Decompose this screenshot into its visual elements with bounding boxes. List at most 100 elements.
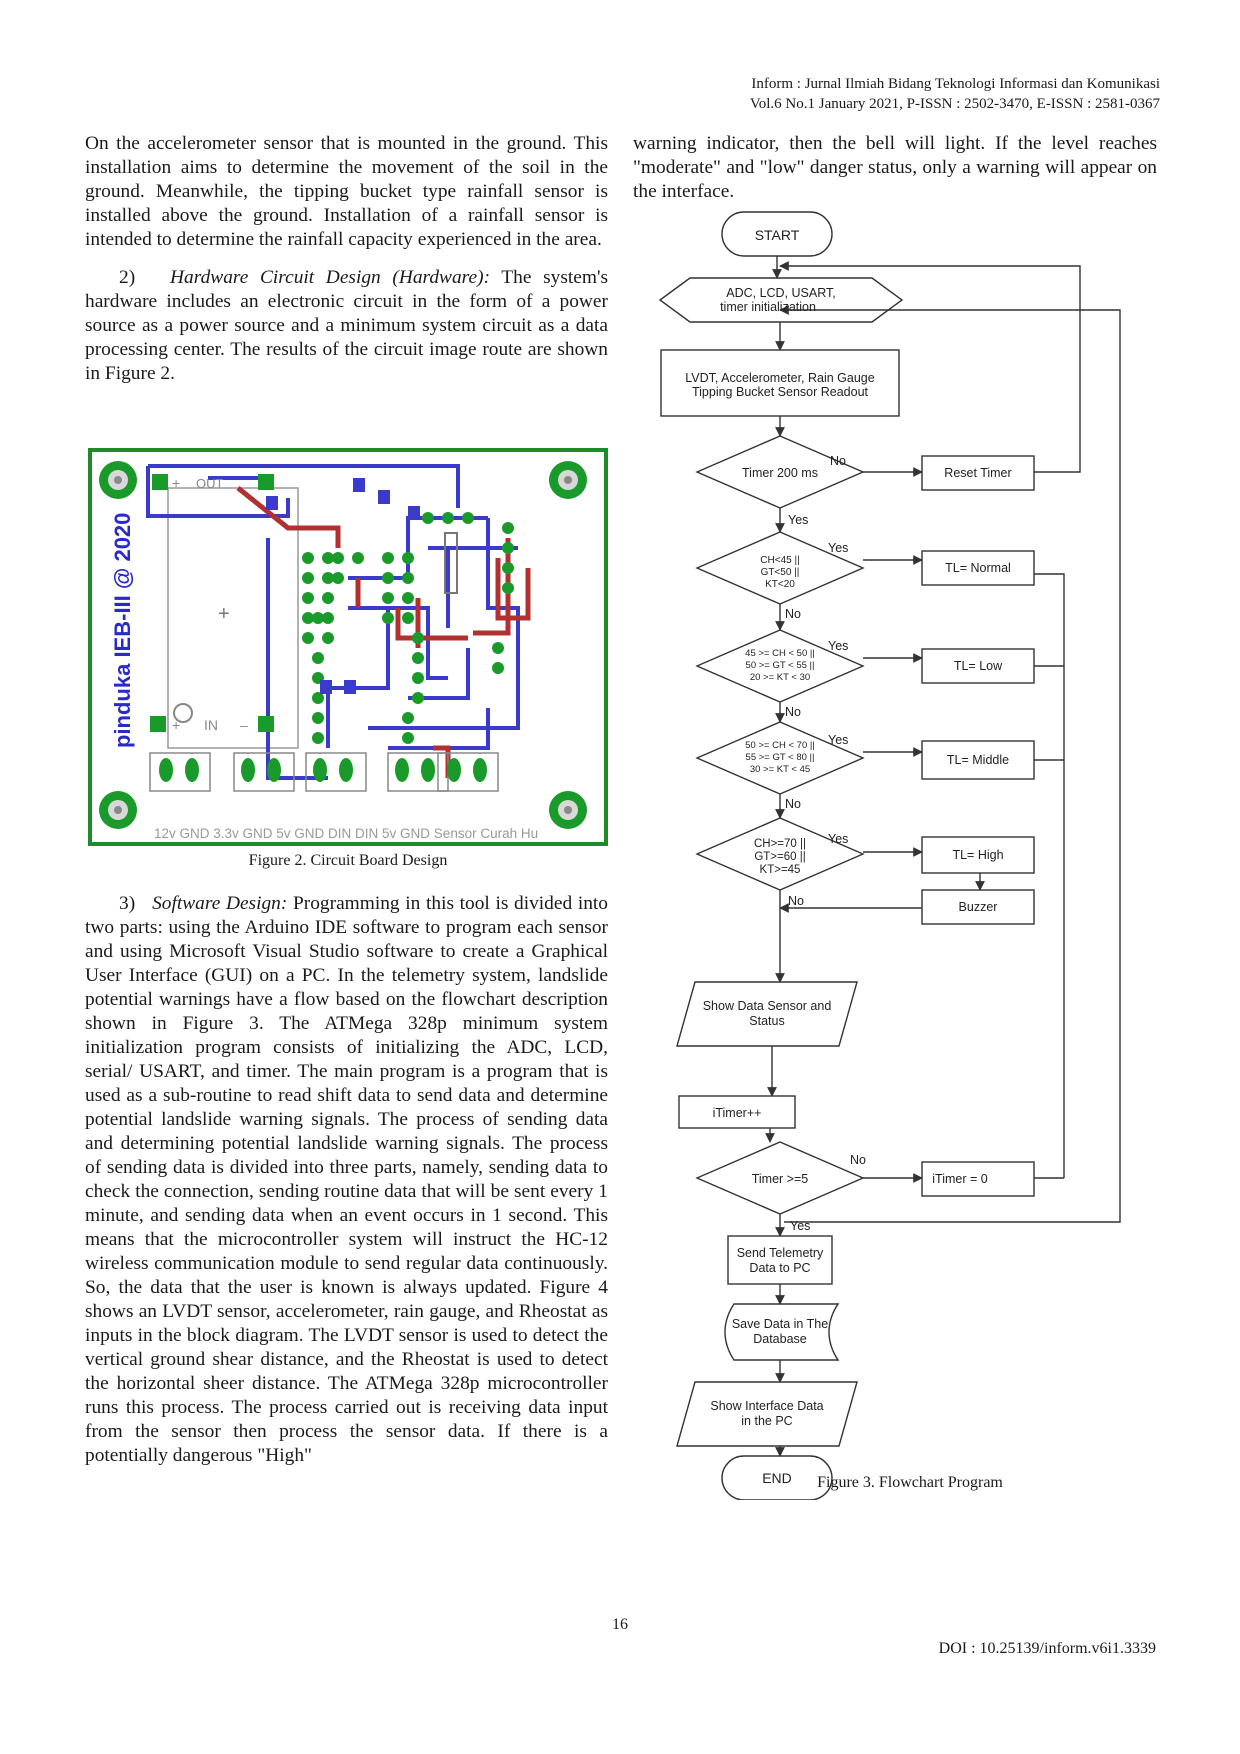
cond-low-2: 50 >= GT < 55 || xyxy=(746,660,815,671)
decision-normal xyxy=(695,531,865,605)
cond-high-3: KT>=45 xyxy=(760,864,801,876)
hardware-body: The system's hardware includes an electr… xyxy=(85,267,608,384)
cond-low-3: 20 >= KT < 30 xyxy=(750,672,810,683)
end-label: END xyxy=(762,1470,792,1486)
readout-label-2: Tipping Bucket Sensor Readout xyxy=(692,385,869,399)
circuit-board-figure: + pinduka IEB-III @ 2020 xyxy=(88,448,608,846)
tl-high-box xyxy=(921,836,1035,874)
cond-normal-2: GT<50 || xyxy=(761,567,800,578)
paragraph-software: 3) Software Design: Programming in this … xyxy=(85,892,608,1468)
database-store-shape xyxy=(724,1303,840,1361)
no-label: No xyxy=(788,894,804,908)
show-interface-parallelogram xyxy=(676,1381,858,1447)
cond-high-1: CH>=70 || xyxy=(754,838,806,850)
decision-high xyxy=(695,817,865,891)
itimer-zero-box xyxy=(921,1161,1035,1197)
ic-pads xyxy=(302,512,514,744)
cond-middle-1: 50 >= CH < 70 || xyxy=(745,740,815,751)
send-label-1: Send Telemetry xyxy=(737,1246,824,1260)
show-data-label-1: Show Data Sensor and xyxy=(703,999,832,1013)
cond-high-2: GT>=60 || xyxy=(754,851,805,863)
tl-normal-label: TL= Normal xyxy=(945,561,1011,575)
board-label: pinduka IEB-III @ 2020 xyxy=(110,513,135,748)
no-label: No xyxy=(850,1153,866,1167)
section-heading-software: Software Design: xyxy=(152,893,288,914)
journal-issue: Vol.6 No.1 January 2021, P-ISSN : 2502-3… xyxy=(749,96,1160,112)
page-number: 16 xyxy=(612,1616,628,1633)
yes-label: Yes xyxy=(828,733,848,747)
init-hexagon xyxy=(658,277,904,323)
figure2-caption: Figure 2. Circuit Board Design xyxy=(248,852,448,869)
in-label: IN xyxy=(204,717,218,733)
send-telemetry-box xyxy=(727,1235,833,1285)
svg-text:+: + xyxy=(218,603,230,625)
software-body: Programming in this tool is divided into… xyxy=(85,893,608,1466)
flow-connector xyxy=(1034,573,1065,1178)
connector-labels: 12v GND 3.3v GND 5v GND DIN DIN 5v GND S… xyxy=(154,826,538,841)
left-column-continued: 3) Software Design: Programming in this … xyxy=(85,892,608,1468)
tl-normal-box xyxy=(921,550,1035,586)
paragraph-warning: warning indicator, then the bell will li… xyxy=(633,133,1157,202)
yes-label: Yes xyxy=(790,1219,810,1233)
itimer-zero-label: iTimer = 0 xyxy=(932,1172,987,1186)
cond-normal-3: KT<20 xyxy=(765,579,795,590)
decision-low xyxy=(695,629,865,703)
tl-middle-box xyxy=(921,740,1035,780)
yes-label: Yes xyxy=(828,639,848,653)
start-label: START xyxy=(755,227,800,243)
decision-middle xyxy=(695,721,865,795)
cond-middle-3: 30 >= KT < 45 xyxy=(750,764,810,775)
yes-label: Yes xyxy=(788,513,808,527)
item-number: 2) xyxy=(119,267,136,288)
left-column: On the accelerometer sensor that is moun… xyxy=(85,132,608,386)
doi-text: DOI : 10.25139/inform.v6i1.3339 xyxy=(938,1640,1156,1657)
paragraph-hardware: 2) Hardware Circuit Design (Hardware): T… xyxy=(85,266,608,386)
itimer-inc-label: iTimer++ xyxy=(713,1106,762,1120)
flowchart-figure: START ADC, LCD, USART,timer initializatio… xyxy=(658,211,1121,1500)
sensor-readout-box xyxy=(660,349,900,417)
figure3-caption: Figure 3. Flowchart Program xyxy=(817,1474,1003,1491)
paragraph-accelerometer: On the accelerometer sensor that is moun… xyxy=(85,133,608,250)
buzzer-label: Buzzer xyxy=(959,900,998,914)
init-label-2: timer initialization xyxy=(720,300,816,314)
no-label: No xyxy=(785,705,801,719)
interface-label-2: in the PC xyxy=(741,1414,792,1428)
out-label: OUT xyxy=(196,476,224,491)
pad-plus-label: + xyxy=(172,475,180,491)
tl-high-label: TL= High xyxy=(952,848,1003,862)
save-label-2: Database xyxy=(753,1332,807,1346)
pad-minus-label: – xyxy=(240,717,248,733)
init-label-1: ADC, LCD, USART, xyxy=(726,286,836,300)
readout-label-1: LVDT, Accelerometer, Rain Gauge xyxy=(685,371,874,385)
timer5-label: Timer >=5 xyxy=(752,1172,809,1186)
timer200-label: Timer 200 ms xyxy=(742,466,818,480)
interface-label-1: Show Interface Data xyxy=(710,1399,823,1413)
no-label: No xyxy=(830,454,846,468)
show-data-label-2: Status xyxy=(749,1014,784,1028)
mounting-hole-icon xyxy=(99,461,587,829)
cond-low-1: 45 >= CH < 50 || xyxy=(745,648,815,659)
yes-label: Yes xyxy=(828,832,848,846)
right-column: warning indicator, then the bell will li… xyxy=(633,132,1157,204)
no-label: No xyxy=(785,607,801,621)
save-label-1: Save Data in The xyxy=(732,1317,828,1331)
cond-middle-2: 55 >= GT < 80 || xyxy=(746,752,815,763)
flow-connector xyxy=(779,261,1081,473)
pad-plus2-label: + xyxy=(172,717,180,733)
tl-low-box xyxy=(921,648,1035,684)
reset-timer-label: Reset Timer xyxy=(944,466,1011,480)
journal-header: Inform : Jurnal Ilmiah Bidang Teknologi … xyxy=(750,74,1160,114)
flow-connector xyxy=(779,305,1121,1223)
send-label-2: Data to PC xyxy=(749,1261,810,1275)
section-heading-hardware: Hardware Circuit Design (Hardware): xyxy=(170,267,491,288)
tl-middle-label: TL= Middle xyxy=(947,753,1009,767)
show-data-parallelogram xyxy=(676,981,858,1047)
journal-title: Inform : Jurnal Ilmiah Bidang Teknologi … xyxy=(751,76,1160,92)
item-number: 3) xyxy=(119,893,136,914)
no-label: No xyxy=(785,797,801,811)
tl-low-label: TL= Low xyxy=(954,659,1003,673)
itimer-increment-box xyxy=(678,1095,796,1129)
cond-normal-1: CH<45 || xyxy=(760,555,799,566)
reset-timer-box xyxy=(921,455,1035,491)
yes-label: Yes xyxy=(828,541,848,555)
